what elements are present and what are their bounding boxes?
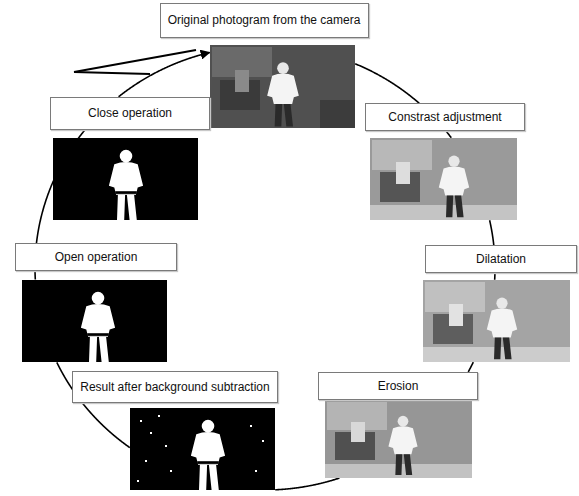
- process-box: Erosion: [318, 372, 478, 400]
- process-box: Result after background subtraction: [72, 371, 278, 403]
- step-label: Open operation: [55, 250, 138, 264]
- cycle-arc: [119, 53, 210, 97]
- step-label: Close operation: [88, 106, 172, 120]
- process-box: Dilatation: [425, 245, 577, 273]
- step-label: Original photogram from the camera: [168, 13, 361, 27]
- erosion-photo: [325, 400, 472, 478]
- step-label: Result after background subtraction: [80, 380, 269, 394]
- process-box: Constrast adjustment: [365, 103, 525, 131]
- process-box: Close operation: [50, 97, 210, 130]
- contrast-photo: [370, 138, 517, 220]
- process-box: Open operation: [15, 243, 177, 271]
- subtraction-mask: [130, 408, 275, 490]
- close-mask: [53, 138, 198, 220]
- process-box: Original photogram from the camera: [160, 3, 369, 38]
- cycle-arc: [275, 478, 339, 490]
- camera-photo: [210, 45, 355, 128]
- cycle-arc: [468, 362, 473, 372]
- pointer-line: [74, 50, 196, 72]
- step-label: Constrast adjustment: [388, 110, 501, 124]
- dilatation-photo: [423, 280, 570, 362]
- pointer-line: [74, 72, 150, 74]
- step-label: Erosion: [378, 379, 419, 393]
- open-mask: [22, 280, 167, 362]
- step-label: Dilatation: [476, 252, 526, 266]
